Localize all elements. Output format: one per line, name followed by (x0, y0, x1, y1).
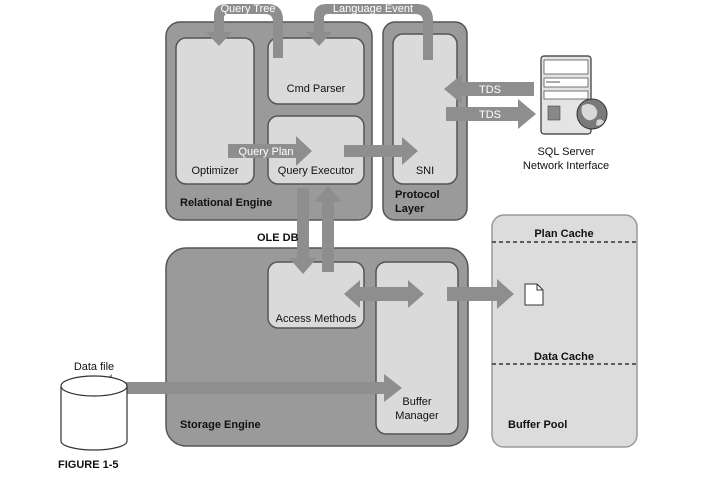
buffer-to-pool-arrow (447, 279, 514, 309)
optimizer-box (175, 37, 255, 185)
ole-db-up-arrow (314, 186, 342, 272)
ole-db-down-arrow (289, 188, 317, 274)
executor-to-sni-arrow (344, 137, 418, 165)
tds-in-arrow (444, 74, 534, 104)
protocol-layer-label-2: Layer (395, 203, 425, 215)
access-buffer-arrow (344, 280, 424, 308)
tds-in-label: TDS (479, 84, 501, 96)
document-icon (524, 283, 544, 306)
relational-engine-label: Relational Engine (180, 197, 272, 209)
figure-caption: FIGURE 1-5 (58, 459, 119, 471)
buffer-pool-label: Buffer Pool (508, 419, 567, 431)
protocol-layer-label-1: Protocol (395, 189, 440, 201)
data-cache-label: Data Cache (534, 351, 594, 363)
globe-icon (576, 98, 608, 130)
query-executor-label: Query Executor (278, 165, 355, 177)
datafile-buffer-arrow (94, 374, 402, 402)
query-tree-label: Query Tree (220, 3, 275, 15)
language-event-label: Language Event (333, 3, 413, 15)
optimizer-label: Optimizer (191, 165, 238, 177)
tds-out-label: TDS (479, 109, 501, 121)
data-file-label: Data file (74, 361, 114, 373)
cmd-parser-label: Cmd Parser (287, 83, 346, 95)
storage-engine-label: Storage Engine (180, 419, 261, 431)
sni-label: SNI (416, 165, 434, 177)
query-plan-label: Query Plan (238, 146, 293, 158)
plan-cache-label: Plan Cache (534, 228, 593, 240)
query-plan-arrow (228, 136, 312, 166)
access-methods-label: Access Methods (276, 313, 357, 325)
buffer-manager-label-2: Manager (395, 410, 439, 422)
database-cylinder-icon (60, 375, 128, 451)
tds-out-arrow (446, 99, 536, 129)
sql-server-label-2: Network Interface (523, 160, 609, 172)
ole-db-label: OLE DB (257, 232, 299, 244)
sql-server-label-1: SQL Server (537, 146, 594, 158)
query-tree-arrow (206, 4, 283, 58)
buffer-pool-box (491, 214, 638, 448)
buffer-manager-label-1: Buffer (402, 396, 431, 408)
language-event-arrow (306, 4, 433, 60)
